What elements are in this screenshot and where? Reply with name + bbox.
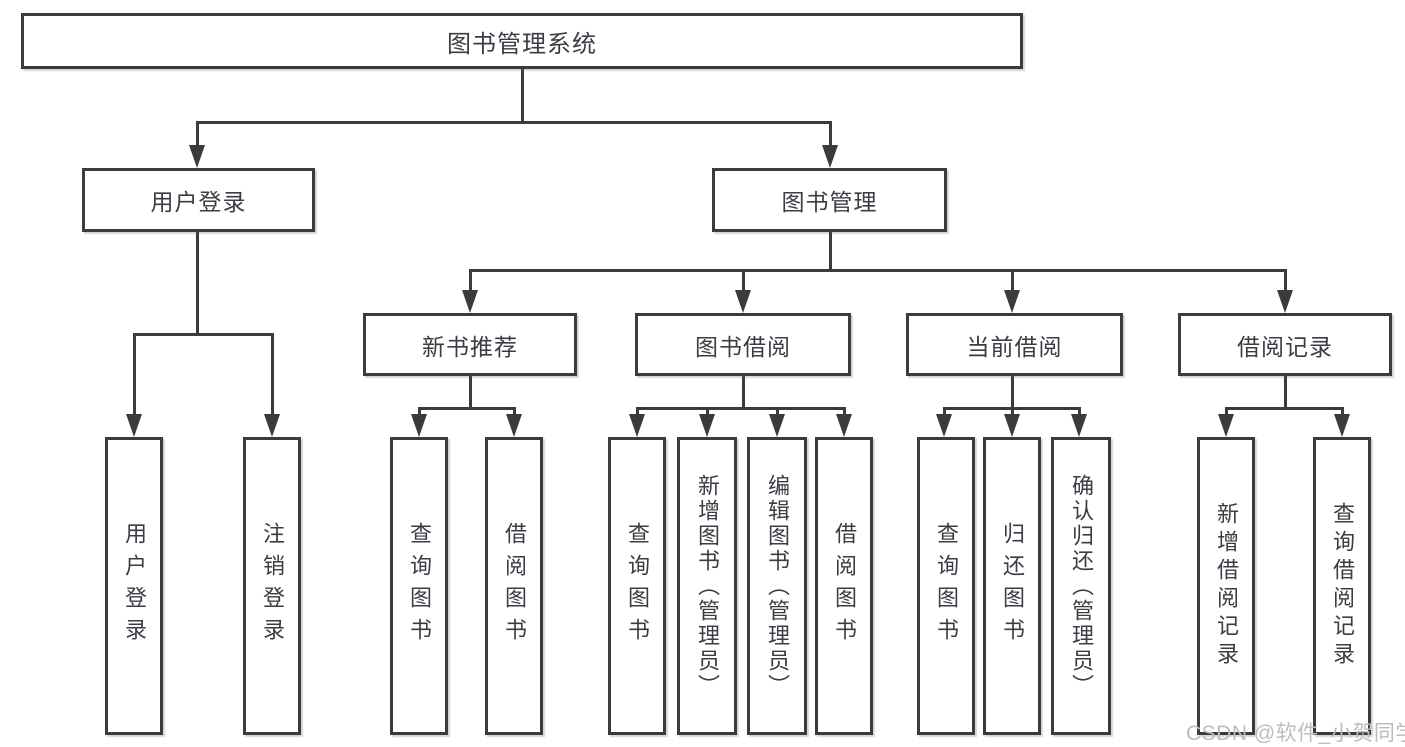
arrowhead-down-icon	[126, 414, 142, 437]
node-label: 借阅图书	[832, 522, 857, 650]
connector-line-vertical	[270, 334, 274, 420]
arrowhead-down-icon	[822, 145, 838, 168]
connector-line-vertical	[741, 270, 745, 295]
arrowhead-down-icon	[411, 414, 427, 437]
connector-line-horizontal	[195, 120, 832, 124]
connector-line-horizontal	[1224, 406, 1344, 410]
node-borrowing-records: 借阅记录	[1178, 313, 1392, 376]
arrowhead-down-icon	[1218, 414, 1234, 437]
node-label: 新书推荐	[422, 333, 518, 360]
arrowhead-down-icon	[769, 414, 785, 437]
node-label: 确认归还（管理员）	[1069, 473, 1094, 699]
node-query-books-2: 查询图书	[608, 437, 666, 735]
connector-line-vertical	[132, 334, 136, 420]
connector-line-vertical	[828, 122, 832, 152]
node-user-login-leaf: 用户登录	[105, 437, 163, 735]
arrowhead-down-icon	[1004, 414, 1020, 437]
node-label: 用户登录	[122, 522, 147, 650]
connector-line-horizontal	[468, 268, 1287, 272]
arrowhead-down-icon	[1334, 414, 1350, 437]
connector-line-vertical	[828, 232, 832, 272]
node-label: 新增图书（管理员）	[695, 473, 720, 699]
node-label: 当前借阅	[966, 333, 1063, 360]
connector-line-vertical	[195, 122, 199, 152]
node-label: 图书管理系统	[447, 30, 597, 58]
node-label: 查询图书	[407, 522, 432, 650]
connector-line-vertical	[468, 376, 472, 410]
arrowhead-down-icon	[699, 414, 715, 437]
arrowhead-down-icon	[1277, 290, 1293, 313]
node-query-books-1: 查询图书	[390, 437, 448, 735]
node-add-books-admin: 新增图书（管理员）	[677, 437, 737, 735]
node-label: 图书借阅	[695, 333, 791, 360]
arrowhead-down-icon	[936, 414, 952, 437]
node-new-book-recommend: 新书推荐	[363, 313, 577, 376]
node-user-login: 用户登录	[82, 168, 315, 232]
connector-line-horizontal	[417, 406, 516, 410]
connector-line-vertical	[1283, 270, 1287, 295]
connector-line-vertical	[741, 376, 745, 410]
connector-line-vertical	[195, 232, 199, 336]
node-label: 编辑图书（管理员）	[765, 473, 790, 699]
arrowhead-down-icon	[1071, 414, 1087, 437]
connector-line-vertical	[468, 270, 472, 295]
connector-line-vertical	[520, 69, 524, 124]
arrowhead-down-icon	[264, 414, 280, 437]
node-confirm-return-admin: 确认归还（管理员）	[1051, 437, 1111, 735]
node-query-borrow-record: 查询借阅记录	[1313, 437, 1371, 735]
connector-line-horizontal	[942, 406, 1081, 410]
node-edit-books-admin: 编辑图书（管理员）	[747, 437, 807, 735]
csdn-watermark: CSDN @软件_小贺同学	[1186, 722, 1405, 745]
arrowhead-down-icon	[462, 290, 478, 313]
node-add-borrow-record: 新增借阅记录	[1197, 437, 1255, 735]
node-query-books-3: 查询图书	[917, 437, 975, 735]
node-label: 用户登录	[150, 189, 247, 215]
node-label: 借阅图书	[502, 522, 527, 650]
connector-line-horizontal	[132, 332, 274, 336]
node-label: 注销登录	[260, 522, 285, 650]
connector-line-horizontal	[635, 406, 846, 410]
arrowhead-down-icon	[629, 414, 645, 437]
arrowhead-down-icon	[189, 145, 205, 168]
node-logout: 注销登录	[243, 437, 301, 735]
node-label: 查询借阅记录	[1330, 502, 1355, 670]
connector-line-vertical	[1010, 270, 1014, 295]
arrowhead-down-icon	[506, 414, 522, 437]
node-borrow-books-1: 借阅图书	[485, 437, 543, 735]
node-return-books: 归还图书	[983, 437, 1041, 735]
node-borrow-books-2: 借阅图书	[815, 437, 873, 735]
node-label: 查询图书	[934, 522, 959, 650]
connector-line-vertical	[1010, 376, 1014, 410]
arrowhead-down-icon	[1004, 290, 1020, 313]
node-label: 查询图书	[625, 522, 650, 650]
node-current-borrowing: 当前借阅	[906, 313, 1123, 376]
connector-line-vertical	[1283, 376, 1287, 410]
node-label: 借阅记录	[1237, 333, 1333, 360]
node-book-management: 图书管理	[712, 168, 947, 232]
node-label: 新增借阅记录	[1214, 502, 1239, 670]
node-label: 归还图书	[1000, 522, 1025, 650]
arrowhead-down-icon	[836, 414, 852, 437]
node-root: 图书管理系统	[21, 13, 1023, 69]
node-label: 图书管理	[781, 189, 878, 215]
arrowhead-down-icon	[735, 290, 751, 313]
node-book-borrowing: 图书借阅	[635, 313, 851, 376]
